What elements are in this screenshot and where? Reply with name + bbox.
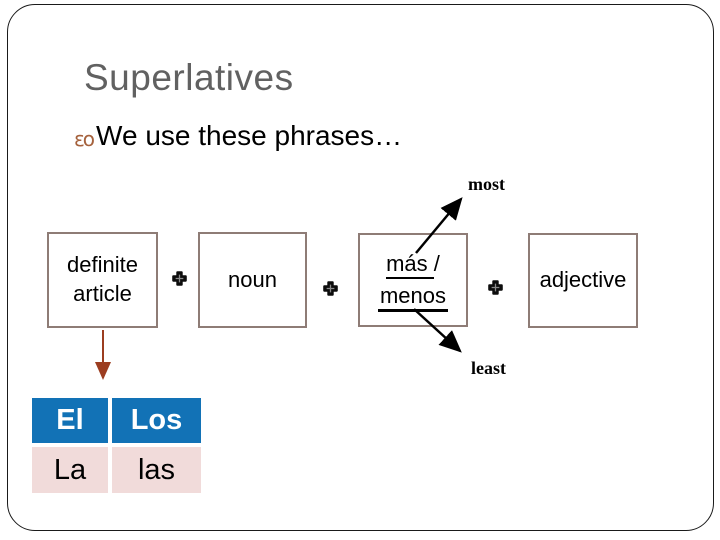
table-row-masculine: El Los	[32, 398, 201, 443]
plus-icon	[488, 280, 503, 295]
mas-line: más /	[386, 248, 440, 280]
slash-text: /	[433, 251, 440, 277]
most-label: most	[468, 174, 505, 194]
box-adjective-label: adjective	[539, 267, 627, 293]
box-mas-menos: más / menos	[358, 233, 468, 327]
box-definite-article: definite article	[47, 232, 158, 328]
table-cell-los: Los	[112, 398, 201, 443]
mas-text: más	[386, 251, 434, 280]
bullet-item: εo We use these phrases…	[74, 120, 403, 152]
menos-text: menos	[377, 283, 449, 312]
decorative-bullet-icon: εo	[74, 127, 95, 151]
box-noun-label: noun	[228, 266, 277, 292]
page-title: Superlatives	[84, 57, 294, 98]
box-adjective: adjective	[528, 233, 638, 328]
table-cell-el: El	[32, 398, 108, 443]
table-row-feminine: La las	[32, 447, 201, 493]
plus-icon	[172, 271, 187, 286]
bullet-text: We use these phrases…	[96, 120, 403, 151]
box-definite-article-label: definite article	[67, 252, 138, 306]
plus-icon	[323, 281, 338, 296]
least-label: least	[471, 358, 506, 378]
article-table: El Los La las	[32, 398, 201, 493]
menos-line: menos	[377, 280, 449, 312]
table-cell-la: La	[32, 447, 108, 493]
table-cell-las: las	[112, 447, 201, 493]
box-noun: noun	[198, 232, 307, 328]
